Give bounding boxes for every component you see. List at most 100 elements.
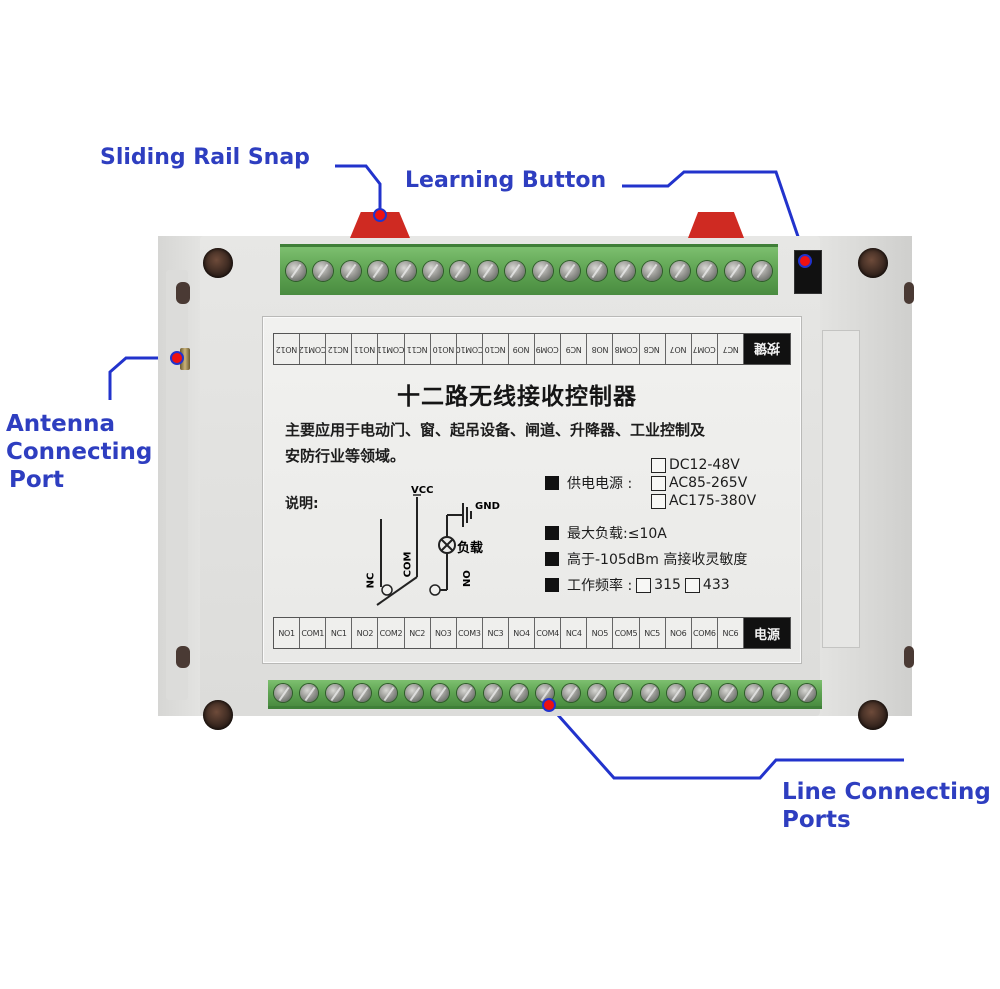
line-ports-marker-dot bbox=[542, 698, 556, 712]
side-slot-right-top bbox=[904, 282, 914, 304]
terminal-screw[interactable] bbox=[771, 684, 790, 702]
terminal-screw[interactable] bbox=[719, 684, 738, 702]
terminal-screw[interactable] bbox=[457, 684, 476, 702]
spec-bullet bbox=[545, 526, 559, 540]
pin-label: COM12 bbox=[300, 334, 327, 364]
terminal-screw[interactable] bbox=[368, 261, 389, 281]
pin-label: NO1 bbox=[274, 618, 301, 648]
spec-power-supply: 供电电源 : bbox=[545, 473, 632, 493]
terminal-screw[interactable] bbox=[326, 684, 345, 702]
sliding-rail-snap-right[interactable] bbox=[688, 212, 744, 238]
terminal-screw[interactable] bbox=[313, 261, 334, 281]
pin-label: NC10 bbox=[483, 334, 509, 364]
pin-label: NC5 bbox=[640, 618, 666, 648]
callout-line-ports-line2: Ports bbox=[782, 807, 851, 834]
learning-button-leader-line bbox=[622, 170, 808, 261]
callout-antenna-line3: Port bbox=[9, 467, 64, 494]
terminal-screw[interactable] bbox=[431, 684, 450, 702]
terminal-screw[interactable] bbox=[450, 261, 471, 281]
callout-learning-button: Learning Button bbox=[405, 168, 607, 193]
terminal-screw[interactable] bbox=[666, 684, 685, 702]
terminal-screw[interactable] bbox=[300, 684, 319, 702]
pin-label: NC2 bbox=[405, 618, 431, 648]
terminal-screw[interactable] bbox=[378, 684, 397, 702]
pin-label: NC1 bbox=[326, 618, 353, 648]
terminal-screw[interactable] bbox=[614, 684, 633, 702]
terminal-screw[interactable] bbox=[286, 261, 306, 281]
pin-label: COM6 bbox=[692, 618, 718, 648]
callout-line-connecting-ports: Line Connecting Ports bbox=[782, 778, 991, 834]
terminal-screw[interactable] bbox=[483, 684, 502, 702]
pin-label: NC7 bbox=[718, 334, 744, 364]
terminal-screw[interactable] bbox=[588, 684, 607, 702]
terminal-screw[interactable] bbox=[642, 261, 663, 281]
terminal-screw[interactable] bbox=[614, 261, 635, 281]
terminal-screw[interactable] bbox=[505, 261, 526, 281]
terminal-screw[interactable] bbox=[640, 684, 659, 702]
callout-sliding-rail-snap: Sliding Rail Snap bbox=[100, 145, 310, 170]
pin-label: NO9 bbox=[509, 334, 536, 364]
checkbox[interactable] bbox=[651, 475, 666, 491]
checkbox-433[interactable] bbox=[684, 577, 700, 593]
learning-button-marker-dot bbox=[798, 254, 812, 268]
diagram-load-label: 负载 bbox=[457, 541, 484, 556]
pin-label: COM7 bbox=[692, 334, 718, 364]
pin-label: NO4 bbox=[509, 618, 536, 648]
spec-max-load: 最大负载:≤10A bbox=[545, 523, 667, 543]
terminal-screw[interactable] bbox=[697, 261, 718, 281]
spec-power-label: 供电电源 : bbox=[567, 476, 633, 492]
pin-label: NC9 bbox=[561, 334, 588, 364]
pin-label: NO3 bbox=[431, 618, 457, 648]
terminal-screw[interactable] bbox=[423, 261, 444, 281]
terminal-screw[interactable] bbox=[395, 261, 416, 281]
terminal-screw[interactable] bbox=[352, 684, 371, 702]
pin-label: NO6 bbox=[666, 618, 692, 648]
product-description-line1: 主要应用于电动门、窗、起吊设备、闸道、升降器、工业控制及 bbox=[285, 421, 706, 439]
rail-snap-marker-dot bbox=[373, 208, 387, 222]
terminal-screw[interactable] bbox=[693, 684, 711, 702]
diagram-no-label: NO bbox=[461, 570, 473, 587]
pin-label: NO7 bbox=[666, 334, 692, 364]
callout-antenna-line1: Antenna bbox=[6, 411, 116, 437]
pin-label: NO10 bbox=[431, 334, 457, 364]
pin-label: NC12 bbox=[326, 334, 353, 364]
power-option-dc[interactable]: DC12-48V bbox=[651, 457, 740, 473]
terminal-screw[interactable] bbox=[587, 261, 608, 281]
mount-hole-top-left bbox=[203, 248, 233, 278]
antenna-connector[interactable] bbox=[180, 348, 190, 370]
pin-label: COM4 bbox=[535, 618, 562, 648]
pin-label: NC3 bbox=[483, 618, 509, 648]
terminal-screw[interactable] bbox=[404, 684, 423, 702]
terminal-screw[interactable] bbox=[274, 684, 292, 702]
mount-hole-bottom-left bbox=[203, 700, 233, 730]
button-badge: 按键 bbox=[743, 334, 790, 364]
terminal-screw[interactable] bbox=[532, 261, 553, 281]
top-screw-row bbox=[280, 247, 778, 295]
terminal-screw[interactable] bbox=[751, 261, 772, 281]
checkbox-315[interactable] bbox=[636, 577, 652, 593]
terminal-screw[interactable] bbox=[745, 684, 764, 702]
terminal-screw[interactable] bbox=[560, 261, 581, 281]
checkbox[interactable] bbox=[651, 457, 666, 473]
terminal-screw[interactable] bbox=[669, 261, 690, 281]
mount-hole-bottom-right bbox=[858, 700, 888, 730]
diagram-gnd-label: GND bbox=[475, 501, 500, 512]
power-option-ac175[interactable]: AC175-380V bbox=[651, 493, 756, 509]
power-option-ac85[interactable]: AC85-265V bbox=[651, 475, 747, 491]
terminal-screw[interactable] bbox=[724, 261, 745, 281]
checkbox[interactable] bbox=[651, 493, 666, 509]
pin-label: NO2 bbox=[352, 618, 379, 648]
terminal-screw[interactable] bbox=[797, 684, 816, 702]
label-panel: NO12 COM12 NC12 NO11 COM11 NC11 NO10 COM… bbox=[262, 316, 802, 664]
terminal-screw[interactable] bbox=[509, 684, 528, 702]
mount-hole-top-right bbox=[858, 248, 888, 278]
callout-antenna-line2: Connecting bbox=[6, 439, 153, 466]
product-title: 十二路无线接收控制器 bbox=[397, 384, 637, 410]
terminal-screw[interactable] bbox=[340, 261, 361, 281]
terminal-screw[interactable] bbox=[562, 684, 581, 702]
line-ports-leader-line bbox=[548, 705, 904, 780]
pin-label: COM9 bbox=[535, 334, 562, 364]
terminal-screw[interactable] bbox=[477, 261, 498, 281]
bottom-screw-row bbox=[268, 680, 822, 706]
terminal-screw[interactable] bbox=[535, 684, 554, 702]
